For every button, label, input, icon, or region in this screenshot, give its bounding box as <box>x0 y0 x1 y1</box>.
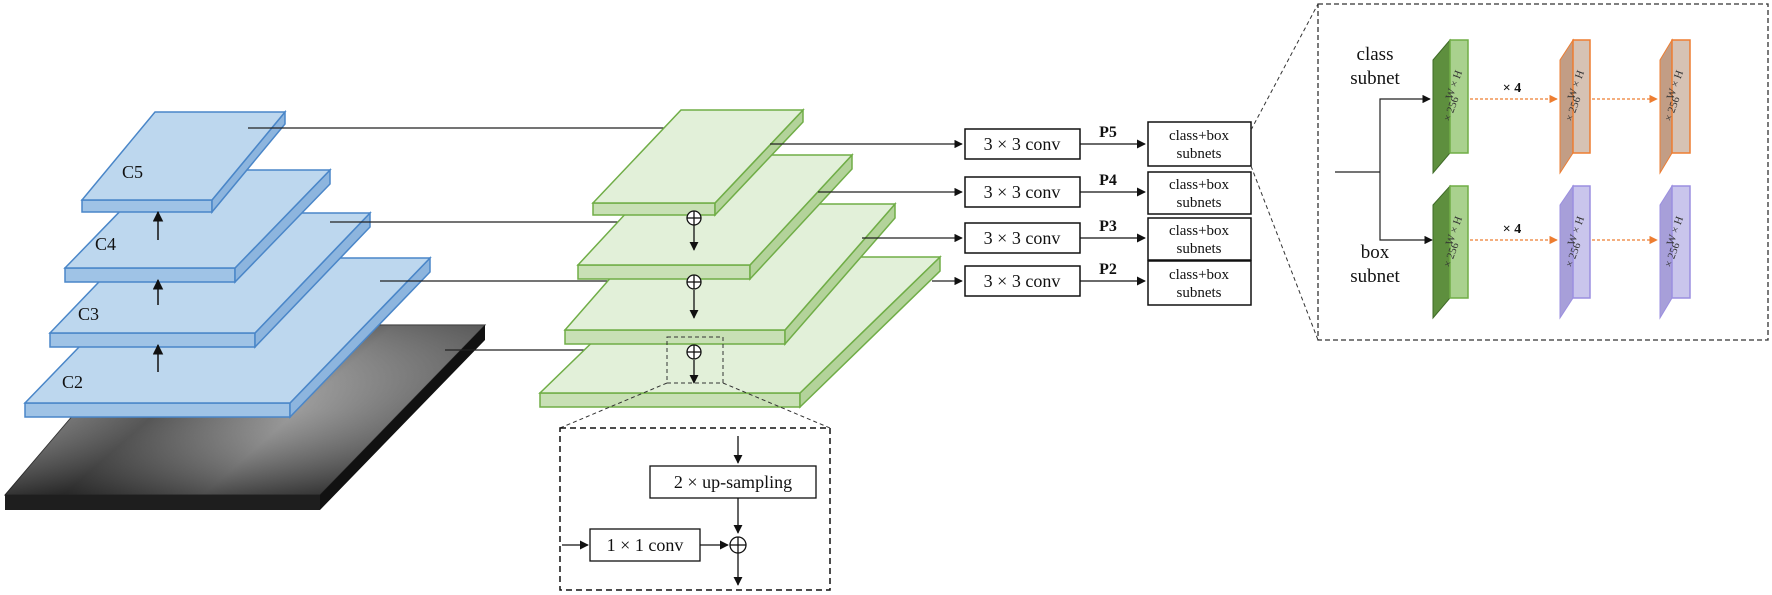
upsampling-block <box>649 465 817 499</box>
level-label-p4: P4 <box>1099 172 1117 189</box>
subnet-box-p2-line2: subnets <box>1177 285 1222 301</box>
merge-detail-box: 2 × up-sampling 1 × 1 conv <box>559 427 831 591</box>
backbone-layer-c5: C5 <box>80 109 287 215</box>
conv-block-p4 <box>964 176 1081 208</box>
level-label-p3: P3 <box>1099 218 1117 235</box>
level-label-p5: P5 <box>1099 124 1117 141</box>
box-map-1: W × H × 256 <box>1432 184 1469 320</box>
subnet-box-p4-line1: class+box <box>1169 177 1230 193</box>
class-map-1: W × H × 256 <box>1432 38 1469 175</box>
conv-label-p3: 3 × 3 conv <box>984 228 1061 248</box>
subnet-box-p5-line1: class+box <box>1169 128 1230 144</box>
subnet-box-p3-line2: subnets <box>1177 241 1222 257</box>
subnet-zoom-lines <box>1250 3 1319 341</box>
label-c2: C2 <box>62 372 83 392</box>
box-map-3: W × H × 256 <box>1659 184 1691 320</box>
upsampling-label: 2 × up-sampling <box>674 472 792 492</box>
plus-node-p2 <box>686 344 702 360</box>
conv-label-p4: 3 × 3 conv <box>984 182 1061 202</box>
fpn-pyramid <box>538 108 942 409</box>
subnet-box-p2 <box>1147 260 1252 306</box>
fpn-merge-nodes <box>686 210 702 384</box>
class-map-2: W × H × 256 <box>1559 38 1591 175</box>
subnet-box-p5-line2: subnets <box>1177 146 1222 162</box>
box-repeat-label: × 4 <box>1503 222 1521 237</box>
class-repeat-label: × 4 <box>1503 81 1521 96</box>
plus-node-detail <box>729 536 747 554</box>
plus-node-p3 <box>686 274 702 290</box>
subnet-box-p4 <box>1147 171 1252 215</box>
class-map-3: W × H × 256 <box>1659 38 1691 175</box>
subnet-box-p4-line2: subnets <box>1177 195 1222 211</box>
conv-block-p5 <box>964 128 1081 160</box>
subnet-box-p5 <box>1147 121 1252 167</box>
subnet-box-p3-line1: class+box <box>1169 223 1230 239</box>
plus-node-p4 <box>686 210 702 226</box>
prediction-heads: 3 × 3 conv P5 class+box subnets 3 × 3 co… <box>770 121 1252 306</box>
box-subnet-label-line1: box <box>1361 242 1390 263</box>
box-subnet-label-line2: subnet <box>1350 266 1400 287</box>
conv-block-p2 <box>964 265 1081 297</box>
backbone-pyramid: C2 C3 C4 C5 <box>23 109 432 419</box>
level-label-p2: P2 <box>1099 261 1117 278</box>
conv-label-p2: 3 × 3 conv <box>984 271 1061 291</box>
lateral-conv-label: 1 × 1 conv <box>607 535 684 555</box>
label-c4: C4 <box>95 234 116 254</box>
zoom-indicator <box>559 336 831 429</box>
label-c5: C5 <box>122 162 143 182</box>
fpn-layer-p5 <box>591 108 805 217</box>
label-c3: C3 <box>78 304 99 324</box>
conv-label-p5: 3 × 3 conv <box>984 134 1061 154</box>
class-subnet-label-line1: class <box>1357 44 1394 65</box>
subnet-detail-panel: class subnet box subnet W × H × 256 W × … <box>1317 3 1769 341</box>
class-subnet-label-line2: subnet <box>1350 68 1400 89</box>
box-map-2: W × H × 256 <box>1559 184 1591 320</box>
conv-block-p3 <box>964 222 1081 254</box>
subnet-box-p3 <box>1147 217 1252 261</box>
subnet-box-p2-line1: class+box <box>1169 267 1230 283</box>
backbone-layer-c4: C4 <box>63 168 332 284</box>
